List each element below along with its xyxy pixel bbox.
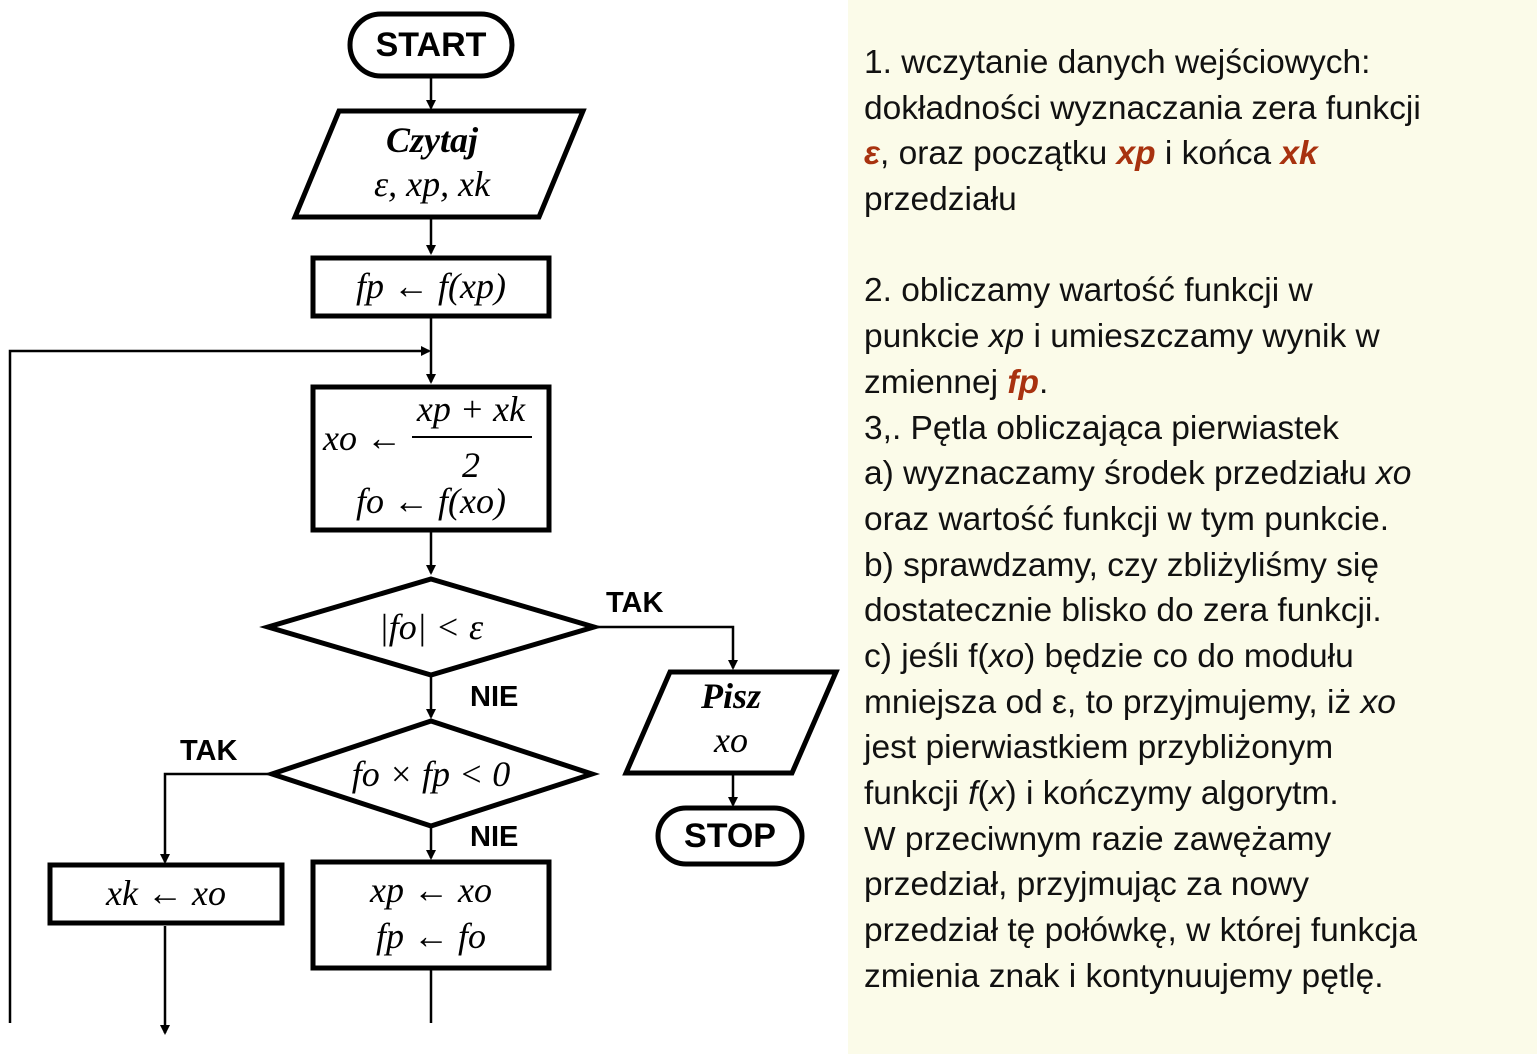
condition-abs-label: |fo| < ε [379, 607, 484, 647]
init-block: fp ← f(xp) [310, 255, 552, 319]
no-label-1: NIE [470, 681, 518, 713]
desc-line: zmiennej fp. [864, 363, 1049, 401]
desc-line: przedziału [864, 181, 1017, 219]
condition-abs: |fo| < ε [259, 576, 603, 678]
desc-line: oraz wartość funkcji w tym punkcie. [864, 500, 1390, 538]
midpoint-lhs: xo ← [322, 418, 402, 458]
desc-line: jest pierwiastkiem przybliżonym [864, 729, 1334, 767]
stop-terminal: STOP [655, 805, 805, 867]
desc-line: c) jeśli f(xo) będzie co do modułu [864, 637, 1354, 675]
midpoint-f: fo ← f(xo) [356, 481, 506, 521]
xp-highlight: xp [1116, 135, 1156, 173]
assign-xp: xp ← xo [369, 870, 492, 910]
stop-label: STOP [684, 817, 776, 855]
epsilon-highlight: ε [864, 135, 881, 173]
assign-xk: xk ← xo [105, 873, 226, 913]
condition-sign: fo × fp < 0 [264, 718, 601, 829]
assign-xp-block: xp ← xo fp ← fo [310, 859, 552, 971]
print-var: xo [713, 720, 748, 760]
desc-line: mniejsza od ε, to przyjmujemy, iż xo [864, 683, 1396, 721]
desc-line: dostatecznie blisko do zera funkcji. [864, 592, 1382, 630]
flowchart: START Czytaj ε, xp, xk fp ← f(xp) xo ← x… [8, 11, 840, 1035]
desc-line: zmienia znak i kontynuujemy pętlę. [864, 957, 1384, 995]
description-text: 1. wczytanie danych wejściowych: dokładn… [864, 40, 1529, 999]
desc-line: 1. wczytanie danych wejściowych: [864, 44, 1371, 81]
midpoint-block: xo ← xp + xk 2 fo ← f(xo) [310, 384, 552, 533]
desc-line: 3,. Pętla obliczająca pierwiastek [864, 409, 1339, 447]
desc-gap [864, 223, 1529, 269]
desc-line: przedział tę połówkę, w której funkcja [864, 912, 1418, 950]
yes-label-2: TAK [180, 735, 238, 767]
fp-highlight: fp [1007, 363, 1039, 401]
output-block: Pisz xo [622, 669, 840, 776]
xk-highlight: xk [1280, 135, 1318, 173]
desc-line: ε, oraz początku xp i końca xk [864, 135, 1318, 173]
desc-line: przedział, przyjmując za nowy [864, 866, 1309, 904]
assign-fp: fp ← fo [376, 916, 486, 956]
desc-line: W przeciwnym razie zawężamy [864, 820, 1332, 858]
print-title: Pisz [700, 676, 761, 716]
description-panel: 1. wczytanie danych wejściowych: dokładn… [848, 0, 1537, 1054]
desc-line: dokładności wyznaczania zera funkcji [864, 89, 1421, 127]
desc-line: funkcji f(x) i kończymy algorytm. [864, 775, 1339, 812]
start-terminal: START [347, 11, 515, 79]
flowchart-panel: START Czytaj ε, xp, xk fp ← f(xp) xo ← x… [8, 11, 840, 1035]
midpoint-numerator: xp + xk [416, 389, 526, 429]
no-label-2: NIE [470, 821, 518, 853]
yes-label-1: TAK [606, 587, 664, 619]
midpoint-denominator: 2 [462, 445, 480, 485]
condition-sign-label: fo × fp < 0 [352, 754, 511, 794]
read-vars: ε, xp, xk [374, 164, 491, 204]
assign-xk-block: xk ← xo [47, 862, 285, 926]
desc-line: a) wyznaczamy środek przedziału xo [864, 455, 1412, 493]
read-title: Czytaj [386, 120, 479, 160]
input-block: Czytaj ε, xp, xk [291, 108, 587, 220]
desc-line: punkcie xp i umieszczamy wynik w [864, 318, 1380, 356]
desc-line: b) sprawdzamy, czy zbliżyliśmy się [864, 546, 1379, 584]
connector-lines [8, 76, 738, 1035]
start-label: START [376, 26, 487, 64]
desc-line: 2. obliczamy wartość funkcji w [864, 272, 1313, 310]
init-formula: fp ← f(xp) [356, 266, 506, 306]
